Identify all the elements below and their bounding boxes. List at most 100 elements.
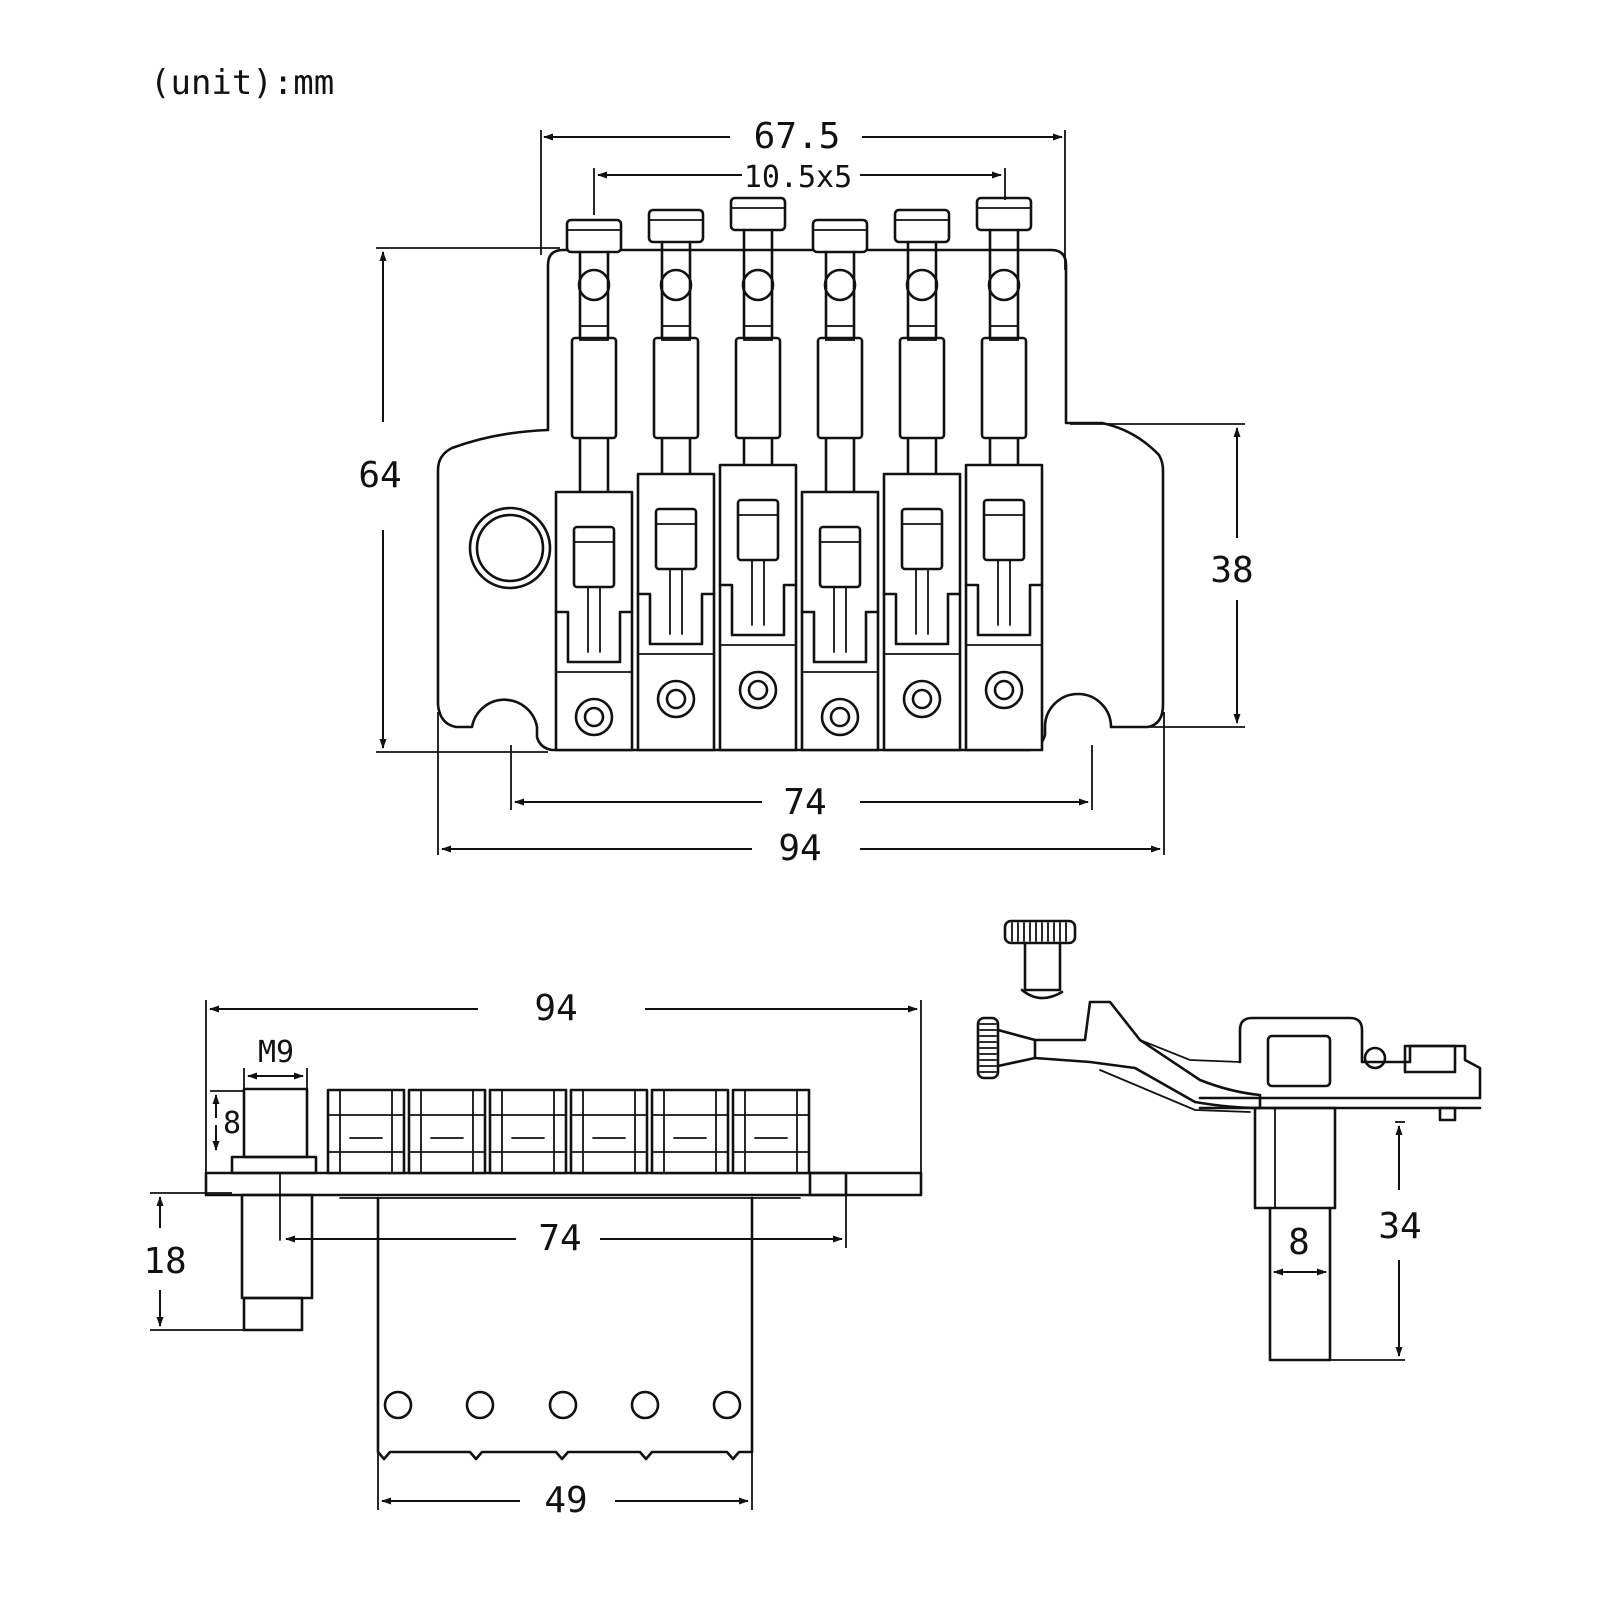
saddle-string-hole [823, 268, 857, 302]
saddle-head [811, 218, 869, 254]
saddle-screw-inner [665, 688, 687, 710]
saddle-notch [718, 583, 798, 637]
side-stud-body [240, 1193, 314, 1300]
block-hole [465, 1390, 495, 1420]
block-hole [630, 1390, 660, 1420]
saddle-screw-inner [911, 688, 933, 710]
saddle-sleeve [816, 336, 864, 440]
side-stud-top [242, 1087, 309, 1159]
saddle-notch [554, 610, 634, 664]
end-tremolo-block [1268, 1206, 1332, 1362]
end-saddle-screw-hole [1363, 1046, 1387, 1070]
dim-label-saddle-pitch: 10.5x5 [744, 160, 852, 195]
side-dim-label-depth: 18 [143, 1241, 186, 1282]
saddle-sleeve-cap [989, 325, 1019, 341]
side-stud-tip [242, 1296, 304, 1332]
saddle-screw-outer [902, 679, 942, 719]
saddle-clamp [736, 498, 780, 562]
saddle-sleeve [898, 336, 946, 440]
side-dim-label-overall-width: 94 [534, 988, 577, 1029]
saddle-sleeve-cap [579, 325, 609, 341]
block-hole-group [383, 1390, 742, 1420]
saddle [554, 218, 634, 752]
end-string-clamp-knob [976, 1016, 1000, 1080]
block-hole [548, 1390, 578, 1420]
saddle [882, 208, 962, 752]
saddle-clamp [982, 498, 1026, 562]
saddle-stem [833, 586, 847, 653]
dim-label-base-width: 94 [778, 828, 821, 869]
side-saddle-group [326, 1088, 811, 1175]
saddle-clamp [654, 507, 698, 571]
saddle [964, 196, 1044, 752]
saddle-sleeve [570, 336, 618, 440]
dim-label-stud-spacing: 74 [783, 782, 826, 823]
saddle-sleeve [652, 336, 700, 440]
side-saddle [488, 1088, 568, 1175]
end-fine-tuner-collar [1020, 988, 1064, 1000]
block-hole [383, 1390, 413, 1420]
pivot-ring-outer [468, 506, 552, 590]
dim-label-plate-height: 38 [1210, 550, 1253, 591]
saddle-string-hole [577, 268, 611, 302]
pivot-ring-inner [475, 513, 545, 583]
end-fine-tuner-knob-top [1003, 919, 1077, 945]
saddle-string-hole [905, 268, 939, 302]
end-dim-label-block-depth: 34 [1378, 1206, 1421, 1247]
saddle-stem [997, 559, 1011, 626]
saddle-screw-outer [656, 679, 696, 719]
saddle-stem [915, 568, 929, 635]
end-clamp-neck [996, 1028, 1037, 1068]
saddle-clamp [900, 507, 944, 571]
saddle-screw-inner [993, 679, 1015, 701]
saddle-sleeve-cap [661, 325, 691, 341]
side-dim-label-block-width: 49 [544, 1480, 587, 1521]
dim-label-height: 64 [358, 455, 401, 496]
end-saddle-body [1198, 1016, 1482, 1100]
dim-label-overall-width-top: 67.5 [754, 116, 841, 157]
unit-note: (unit):mm [150, 63, 334, 103]
side-saddle [326, 1088, 406, 1175]
saddle-notch [800, 610, 880, 664]
end-dim-label-stud-diameter: 8 [1288, 1222, 1310, 1263]
end-saddle-arm-inner [1139, 1039, 1241, 1063]
saddle-screw-outer [984, 670, 1024, 710]
saddle-clamp [572, 525, 616, 589]
end-base-plate-tab [1438, 1106, 1457, 1122]
end-saddle-arm [1033, 1000, 1262, 1110]
saddle-group [554, 196, 1044, 752]
side-dim-label-stud-top: 8 [223, 1106, 241, 1141]
saddle-string-hole [741, 268, 775, 302]
top-view: 67.5 10.5x5 64 38 74 94 [358, 116, 1253, 869]
saddle-screw-inner [829, 706, 851, 728]
saddle-sleeve [734, 336, 782, 440]
side-right-stud-cap [808, 1171, 848, 1197]
saddle-screw-outer [820, 697, 860, 737]
block-hole [712, 1390, 742, 1420]
saddle [800, 218, 880, 752]
end-fine-tuner-shaft [1023, 941, 1062, 992]
saddle-string-hole [987, 268, 1021, 302]
end-saddle-block [1403, 1044, 1457, 1074]
saddle [718, 196, 798, 752]
saddle-sleeve-cap [907, 325, 937, 341]
saddle-head [565, 218, 623, 254]
saddle-stem [669, 568, 683, 635]
saddle-notch [882, 592, 962, 646]
knurl-left-lines [979, 1023, 997, 1073]
side-saddle [731, 1088, 811, 1175]
saddle-head [647, 208, 705, 244]
side-tremolo-block [376, 1196, 754, 1461]
saddle-screw-inner [747, 679, 769, 701]
saddle-sleeve [980, 336, 1028, 440]
saddle-notch [964, 583, 1044, 637]
saddle-screw-outer [738, 670, 778, 710]
saddle [636, 208, 716, 752]
end-stud-upper [1253, 1106, 1337, 1210]
side-saddle [650, 1088, 730, 1175]
side-base-plate [204, 1171, 923, 1197]
saddle-stem [587, 586, 601, 653]
side-saddle [569, 1088, 649, 1175]
saddle-screw-outer [574, 697, 614, 737]
